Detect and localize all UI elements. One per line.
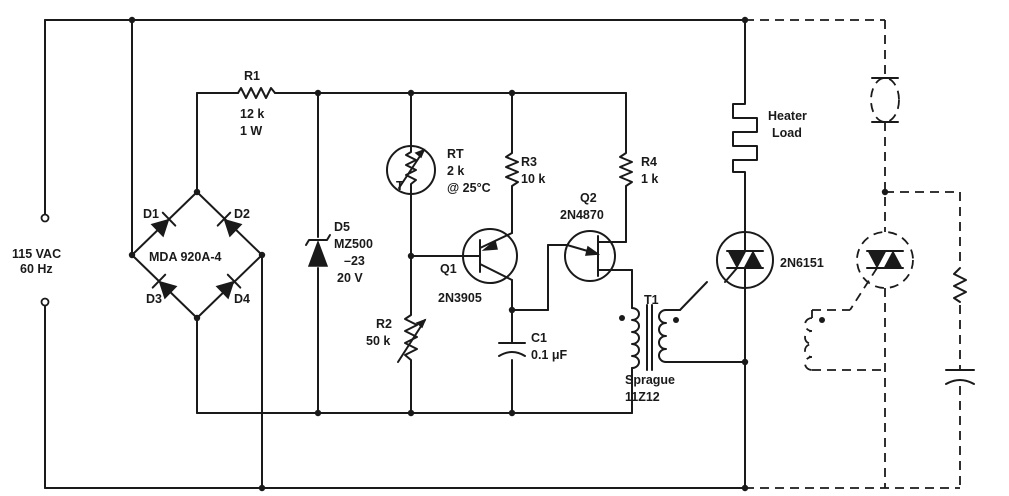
triac-symbol: [716, 231, 774, 289]
diode-d1-symbol: [150, 211, 177, 238]
d5-ref-label: D5: [334, 220, 350, 234]
optional-motor-circuit: [745, 19, 975, 489]
rt-value-label: 2 k: [447, 164, 464, 178]
d4-label: D4: [234, 292, 250, 306]
r2-value-label: 50 k: [366, 334, 390, 348]
t1-part-label: 11Z12: [625, 390, 660, 404]
c1-value-label: 0.1 μF: [531, 348, 567, 362]
d5-voltage-label: 20 V: [337, 271, 363, 285]
wiring: [44, 19, 746, 489]
capacitor-c1-symbol: [498, 342, 526, 357]
supply-voltage-label: 115 VAC: [12, 247, 61, 261]
d1-label: D1: [143, 207, 159, 221]
rt-ref-label: RT: [447, 147, 464, 161]
d3-label: D3: [146, 292, 162, 306]
diode-d3-symbol: [151, 273, 178, 300]
t1-maker-label: Sprague: [625, 373, 675, 387]
junction-dots: [128, 16, 889, 492]
transformer-t1-symbol: [619, 304, 679, 371]
resistor-r2-symbol: [397, 309, 427, 371]
bridge-part-label: MDA 920A-4: [149, 250, 222, 264]
bridge-rectifier: [131, 191, 263, 319]
q1-ref-label: Q1: [440, 262, 457, 276]
q2-ref-label: Q2: [580, 191, 597, 205]
d5-part-line2: –23: [344, 254, 365, 268]
q2-part-label: 2N4870: [560, 208, 604, 222]
transistor-q1-symbol: [462, 228, 518, 284]
r3-ref-label: R3: [521, 155, 537, 169]
rt-condition-label: @ 25°C: [447, 181, 491, 195]
load-line1-label: Heater: [768, 109, 807, 123]
triac-part-label: 2N6151: [780, 256, 824, 270]
ujt-q2-symbol: [564, 230, 616, 282]
ac-input-terminals: [40, 213, 50, 307]
r3-value-label: 10 k: [521, 172, 545, 186]
diode-d4-symbol: [215, 273, 242, 300]
resistor-r4-symbol: [619, 149, 633, 191]
r1-value-label: 12 k: [240, 107, 264, 121]
motor-icon: [870, 77, 900, 123]
r4-ref-label: R4: [641, 155, 657, 169]
thermistor-rt-symbol: [386, 145, 436, 195]
zener-d5-symbol: [305, 234, 331, 267]
d2-label: D2: [234, 207, 250, 221]
rt-symbol-label: T: [396, 179, 404, 193]
heater-load-symbol: [732, 99, 758, 176]
q1-part-label: 2N3905: [438, 291, 482, 305]
r4-value-label: 1 k: [641, 172, 658, 186]
r1-ref-label: R1: [244, 69, 260, 83]
supply-frequency-label: 60 Hz: [20, 262, 53, 276]
r2-ref-label: R2: [376, 317, 392, 331]
c1-ref-label: C1: [531, 331, 547, 345]
t1-ref-label: T1: [644, 293, 659, 307]
resistor-r1-symbol: [237, 87, 276, 99]
d5-part-line1: MZ500: [334, 237, 373, 251]
load-line2-label: Load: [772, 126, 802, 140]
diode-d2-symbol: [216, 211, 243, 238]
r1-power-label: 1 W: [240, 124, 262, 138]
resistor-r3-symbol: [505, 149, 519, 191]
